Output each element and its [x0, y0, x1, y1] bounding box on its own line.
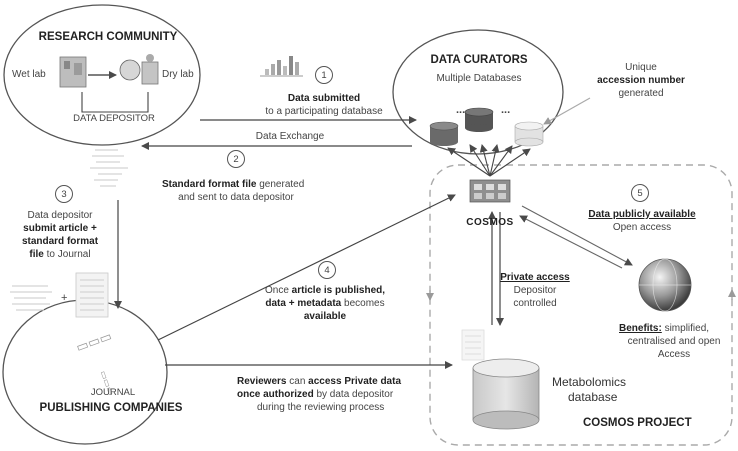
- accession-arrow: [543, 97, 591, 125]
- data-depositor-label: DATA DEPOSITOR: [73, 113, 155, 124]
- metabolomics-cylinder: [472, 358, 540, 430]
- cosmos-label: COSMOS: [466, 217, 514, 228]
- step1-bold: Data submitted: [287, 93, 361, 104]
- step2-circle: [227, 150, 245, 168]
- plus-sign: +: [61, 292, 68, 304]
- step4-line1: Once article is published,: [264, 285, 386, 296]
- cosmos-icon: [469, 179, 511, 203]
- step5-number: 5: [637, 188, 643, 199]
- cosmos-project-title: COSMOS PROJECT: [583, 417, 692, 429]
- publishing-companies-ellipse: [2, 299, 168, 445]
- metabolomics-line1: Metabolomics: [552, 375, 627, 389]
- step4-number: 4: [324, 265, 330, 276]
- benefits-line2: centralised and open: [627, 336, 721, 347]
- publishing-companies-title: PUBLISHING COMPANIES: [39, 402, 183, 414]
- database-cylinder-2: [464, 107, 494, 132]
- journal-to-cosmos-arrow: [157, 194, 456, 341]
- data-curators-title: DATA CURATORS: [430, 54, 528, 66]
- step1-number: 1: [321, 70, 327, 81]
- accession-line1: Unique: [625, 62, 657, 73]
- step5-bold: Data publicly available: [588, 209, 696, 220]
- step3-line1: Data depositor: [27, 210, 93, 221]
- accession-line3: generated: [618, 88, 664, 99]
- public-access-arrow-2: [519, 215, 623, 269]
- step1-rest: to a participating database: [265, 106, 383, 117]
- private-data-document: [461, 329, 485, 361]
- data-chart-icon: [260, 56, 303, 77]
- step4-line3: available: [303, 311, 347, 322]
- step3-number: 3: [61, 189, 67, 200]
- accession-line2: accession number: [597, 75, 685, 86]
- multiple-databases-label: Multiple Databases: [436, 73, 522, 84]
- cosmos-project-box: [429, 164, 733, 446]
- benefits-line3: Access: [657, 349, 691, 360]
- database-cylinder-1: [429, 121, 459, 146]
- private-access-label: Private access: [500, 272, 570, 283]
- journal-label: JOURNAL: [90, 387, 136, 398]
- step5-rest: Open access: [612, 222, 672, 233]
- research-community-ellipse: [3, 4, 201, 146]
- step5-circle: [631, 184, 649, 202]
- wet-lab-figure: [59, 56, 87, 88]
- cosmos-to-db-arrows: [447, 144, 531, 177]
- wet-lab-label: Wet lab: [12, 69, 46, 80]
- step3-line3: standard format: [21, 236, 99, 247]
- data-exchange-label: Data Exchange: [255, 131, 325, 142]
- step2-line2: and sent to data depositor: [178, 192, 294, 203]
- step3-line4: file to Journal: [29, 249, 91, 260]
- research-community-title: RESEARCH COMMUNITY: [38, 31, 178, 43]
- dry-lab-figure: [119, 59, 141, 81]
- step4-circle: [318, 261, 336, 279]
- step3-circle: [55, 185, 73, 203]
- reviewers-line2: once authorized by data depositor: [237, 389, 394, 400]
- reviewers-line1: Reviewers can access Private data: [237, 376, 402, 387]
- private-access-line3: controlled: [513, 298, 557, 309]
- public-access-arrow-1: [521, 205, 633, 266]
- step3-line2: submit article +: [23, 223, 97, 234]
- step1-circle: [315, 66, 333, 84]
- step4-line2: data + metadata becomes: [265, 298, 385, 309]
- dry-lab-label: Dry lab: [162, 69, 194, 80]
- benefits-line1: Benefits: simplified,: [619, 323, 710, 334]
- step2-line1: Standard format file generated: [162, 179, 305, 190]
- private-access-line2: Depositor: [513, 285, 557, 296]
- data-curators-ellipse: [392, 29, 564, 155]
- depositor-bracket: [81, 92, 149, 113]
- svg-text:▭▭▭: ▭▭▭: [74, 328, 114, 355]
- format-file-document: [75, 272, 109, 318]
- dots-right: ...: [501, 104, 511, 116]
- step2-number: 2: [233, 154, 239, 165]
- article-document: [10, 285, 52, 311]
- standard-format-document: [90, 149, 128, 187]
- database-cylinder-3: [514, 121, 544, 147]
- dots-left: ...: [456, 104, 466, 116]
- reviewers-line3: during the reviewing process: [257, 402, 385, 413]
- metabolomics-line2: database: [568, 390, 618, 404]
